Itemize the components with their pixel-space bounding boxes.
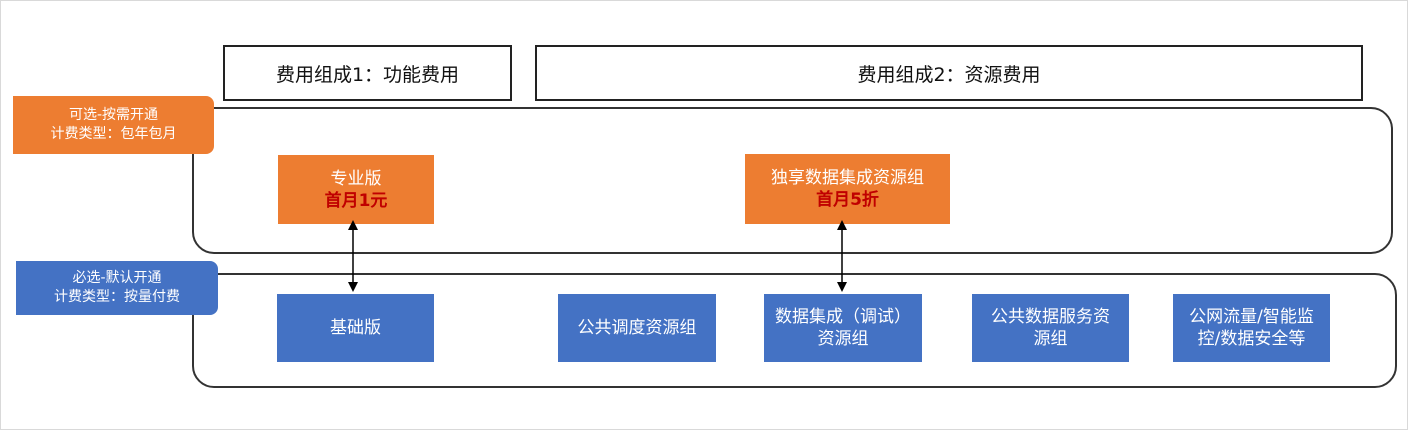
exclusive-integration-label: 独享数据集成资源组 [771, 168, 924, 188]
professional-edition-box: 专业版 首月1元 [278, 155, 434, 224]
exclusive-integration-box: 独享数据集成资源组 首月5折 [745, 154, 950, 224]
public-scheduling-box: 公共调度资源组 [558, 294, 716, 362]
public-data-service-line1: 公共数据服务资 [991, 307, 1110, 327]
resource-fee-header-label: 费用组成2：资源费用 [857, 63, 1041, 86]
integration-debug-line1: 数据集成（调试） [775, 307, 911, 327]
public-data-service-line2: 源组 [1033, 329, 1068, 349]
required-tag-line1: 必选-默认开通 [72, 270, 162, 286]
function-fee-header: 费用组成1：功能费用 [223, 45, 512, 101]
required-tag: 必选-默认开通 计费类型：按量付费 [16, 261, 218, 315]
resource-fee-header: 费用组成2：资源费用 [535, 45, 1363, 101]
basic-edition-label: 基础版 [330, 318, 381, 338]
exclusive-integration-promo: 首月5折 [816, 190, 879, 210]
integration-debug-box: 数据集成（调试） 资源组 [764, 294, 922, 362]
public-data-service-box: 公共数据服务资 源组 [972, 294, 1129, 362]
public-traffic-line2: 控/数据安全等 [1197, 329, 1306, 349]
public-scheduling-label: 公共调度资源组 [577, 318, 697, 338]
integration-debug-line2: 资源组 [817, 329, 869, 349]
required-tag-line2: 计费类型：按量付费 [54, 289, 180, 305]
public-traffic-line1: 公网流量/智能监 [1189, 307, 1314, 327]
professional-edition-label: 专业版 [330, 168, 382, 189]
optional-tag-line2: 计费类型：包年包月 [50, 126, 177, 142]
basic-edition-box: 基础版 [277, 294, 434, 362]
optional-tag-line1: 可选-按需开通 [68, 107, 159, 123]
professional-edition-promo: 首月1元 [324, 190, 388, 211]
function-fee-header-label: 费用组成1：功能费用 [275, 63, 460, 86]
public-traffic-box: 公网流量/智能监 控/数据安全等 [1173, 294, 1330, 362]
optional-tag: 可选-按需开通 计费类型：包年包月 [13, 96, 214, 154]
